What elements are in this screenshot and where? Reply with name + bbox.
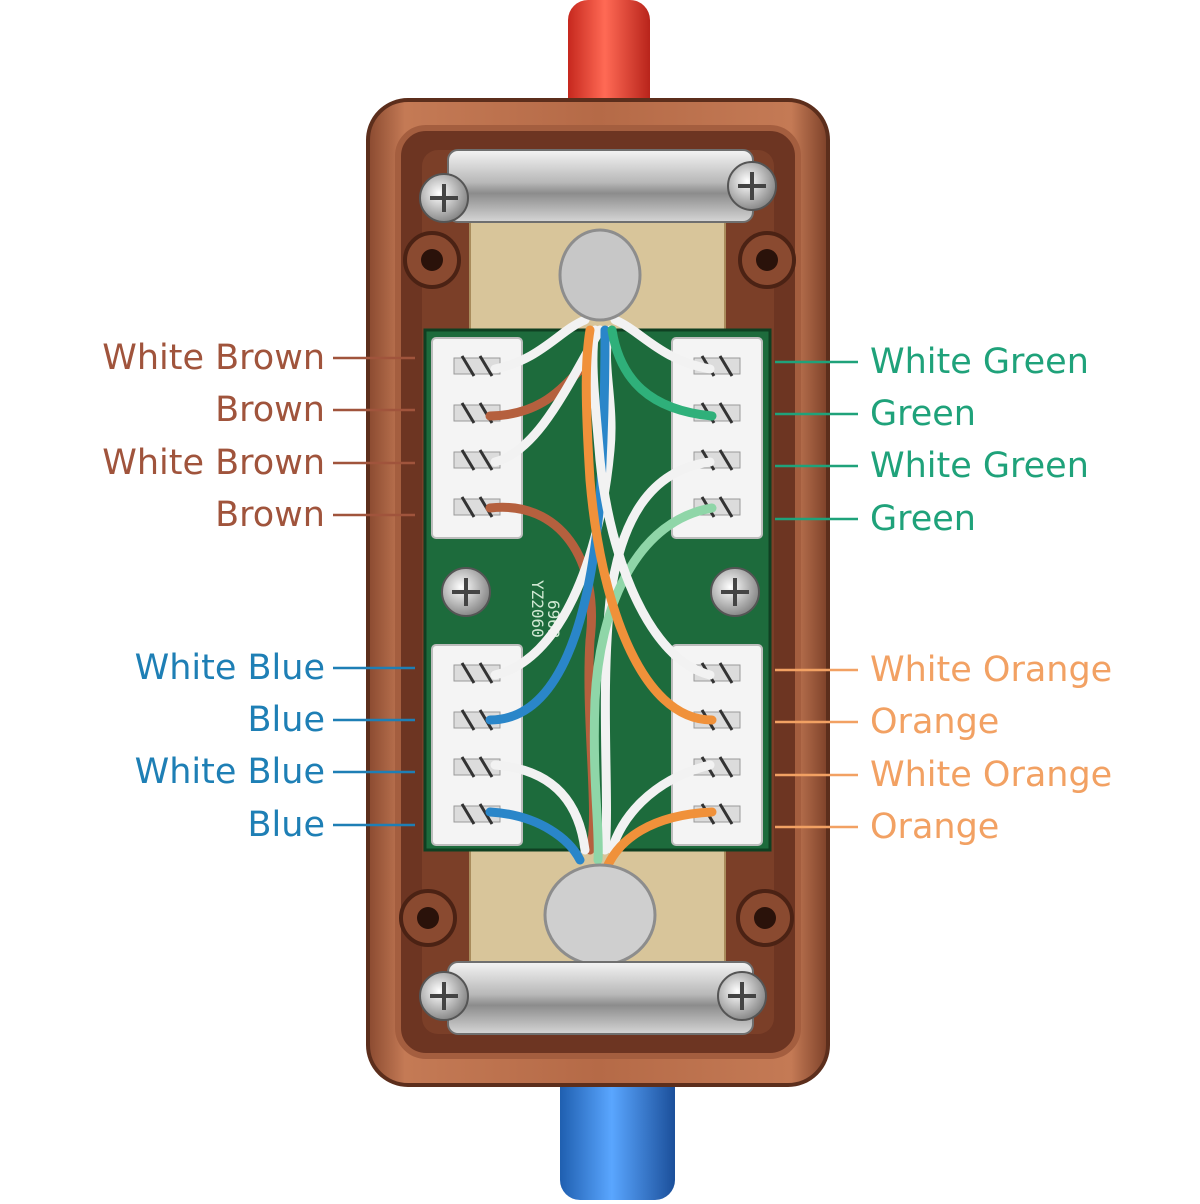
label-white-green-1: White Green [870, 342, 1089, 382]
terminal-block-right-top [671, 337, 763, 539]
label-blue-2: Blue [247, 805, 325, 845]
label-white-brown-1: White Brown [102, 338, 325, 378]
pcb-screws [441, 567, 760, 617]
idc-contact [460, 355, 494, 377]
cable-clamp-top [419, 149, 777, 223]
label-blue-1: Blue [247, 700, 325, 740]
label-white-blue-1: White Blue [134, 648, 325, 688]
label-brown-1: Brown [215, 390, 325, 430]
label-orange-2: Orange [870, 807, 1000, 847]
shield-foil-top [558, 228, 642, 322]
label-white-orange-1: White Orange [870, 650, 1113, 690]
label-white-orange-2: White Orange [870, 755, 1113, 795]
label-green-2: Green [870, 499, 976, 539]
label-green-1: Green [870, 394, 976, 434]
cable-clamp-bottom [419, 961, 767, 1035]
mounting-holes [399, 231, 796, 947]
label-white-blue-2: White Blue [134, 752, 325, 792]
idc-contact [460, 449, 494, 471]
shield-foil-bottom [543, 863, 657, 967]
label-white-green-2: White Green [870, 446, 1089, 486]
wires [485, 315, 717, 870]
idc-contact [460, 756, 494, 778]
label-brown-2: Brown [215, 495, 325, 535]
label-leader-lines [333, 356, 858, 829]
label-white-brown-2: White Brown [102, 443, 325, 483]
idc-contact [460, 662, 494, 684]
pcb-silkscreen-code: YZ2060 [528, 580, 547, 638]
label-orange-1: Orange [870, 702, 1000, 742]
